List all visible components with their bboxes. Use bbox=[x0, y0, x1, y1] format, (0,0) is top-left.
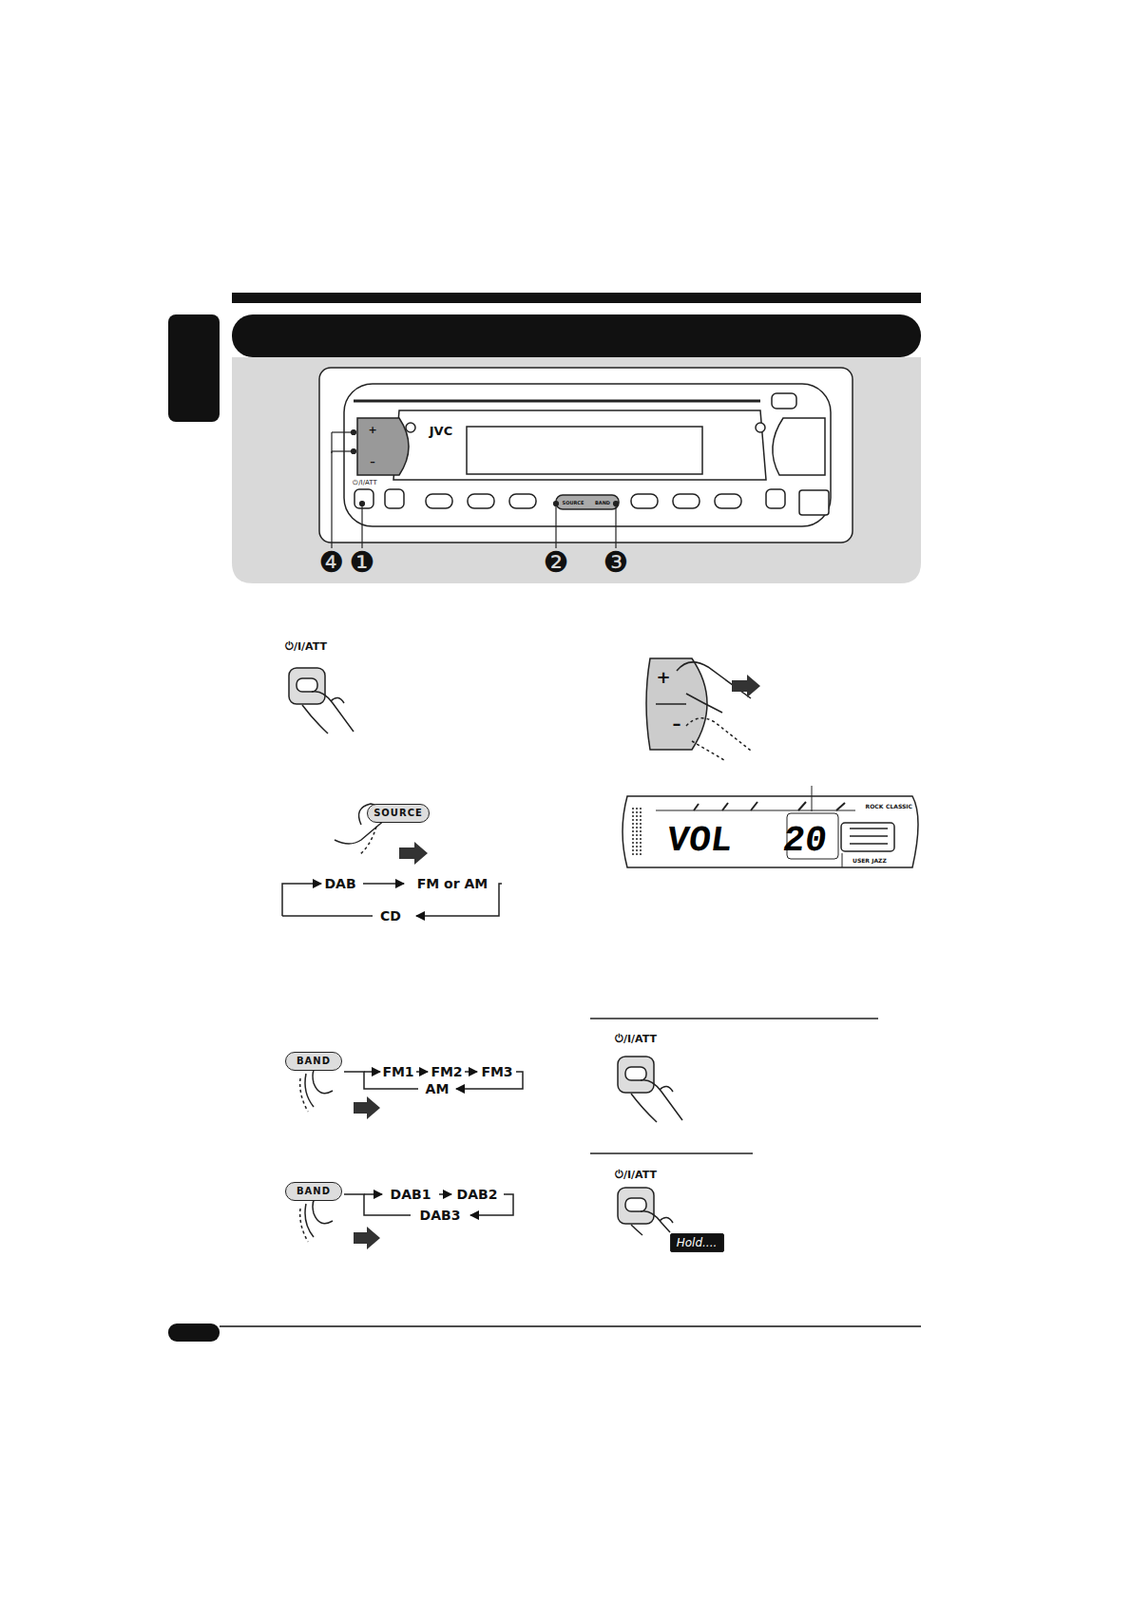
header-rule bbox=[231, 292, 921, 304]
brand-logo: JVC bbox=[429, 424, 453, 438]
page-tab bbox=[168, 1323, 220, 1342]
plus-sign: + bbox=[367, 424, 377, 436]
band-button: BAND bbox=[285, 1052, 343, 1072]
band-name: DAB2 bbox=[457, 1188, 499, 1202]
band-name: FM2 bbox=[430, 1065, 462, 1079]
callout-number: ❹ bbox=[319, 548, 346, 577]
hold-badge: Hold.... bbox=[670, 1233, 725, 1253]
grey-panel bbox=[231, 357, 921, 584]
power-label: ⏻/I/ATT bbox=[285, 641, 327, 652]
plus-sign: + bbox=[655, 669, 671, 687]
button-text: SOURCE bbox=[373, 808, 423, 819]
source-button: SOURCE bbox=[366, 804, 430, 824]
header-bar bbox=[231, 314, 921, 358]
section-rule bbox=[590, 1017, 879, 1020]
callout-number: ❸ bbox=[603, 548, 630, 577]
button-text: Hold.... bbox=[676, 1237, 718, 1249]
band-figures bbox=[300, 1062, 523, 1250]
eq-mode: ROCK bbox=[865, 804, 884, 810]
band-name: FM1 bbox=[382, 1065, 414, 1079]
callout-number: ❶ bbox=[349, 548, 376, 577]
footer-rule bbox=[219, 1325, 921, 1328]
band-name: DAB1 bbox=[390, 1188, 432, 1202]
minus-sign: – bbox=[369, 457, 376, 468]
button-label: SOURCE bbox=[562, 500, 585, 506]
power-label: ⏻/I/ATT bbox=[614, 1169, 657, 1181]
volume-rocker-figure bbox=[646, 658, 761, 761]
power-button-figure bbox=[288, 668, 683, 1236]
display-text: VOL bbox=[664, 823, 735, 860]
button-text: BAND bbox=[296, 1056, 331, 1067]
language-tab bbox=[168, 314, 220, 422]
display-text: 20 bbox=[780, 823, 829, 860]
power-label: ⏻/I/ATT bbox=[352, 479, 377, 487]
eq-mode: USER bbox=[852, 858, 870, 864]
eq-mode: JAZZ bbox=[871, 858, 887, 864]
callout-number: ❷ bbox=[543, 548, 570, 577]
faceplate bbox=[319, 367, 853, 543]
button-text: BAND bbox=[296, 1187, 331, 1197]
source-name: CD bbox=[380, 909, 402, 923]
power-label: ⏻/I/ATT bbox=[614, 1034, 657, 1045]
band-button: BAND bbox=[285, 1182, 343, 1202]
band-name: AM bbox=[425, 1082, 450, 1096]
band-name: FM3 bbox=[480, 1065, 513, 1079]
minus-sign: – bbox=[672, 715, 682, 733]
eq-mode: CLASSIC bbox=[885, 804, 913, 810]
band-name: DAB3 bbox=[420, 1208, 461, 1223]
callout-leaders bbox=[331, 430, 619, 550]
source-figure bbox=[282, 804, 502, 917]
source-name: FM or AM bbox=[417, 877, 489, 891]
display-panel-art bbox=[622, 785, 919, 868]
button-label: BAND bbox=[594, 500, 611, 506]
source-name: DAB bbox=[324, 877, 356, 891]
section-rule bbox=[590, 1152, 753, 1155]
